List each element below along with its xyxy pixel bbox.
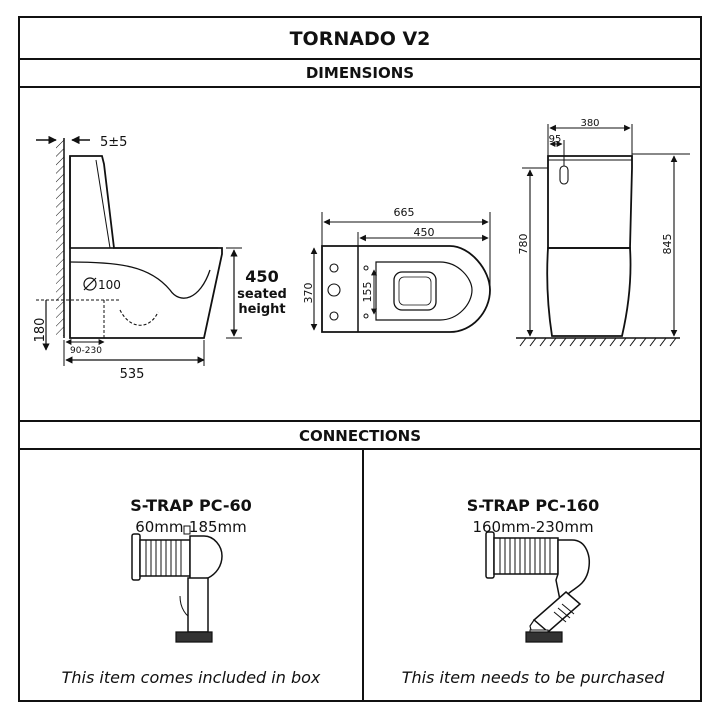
outlet-diameter-label: 100 xyxy=(98,278,121,292)
column-divider xyxy=(362,450,364,700)
pc160-range: 160mm-230mm xyxy=(472,518,594,536)
connections-header: CONNECTIONS xyxy=(20,420,700,450)
pedestal-front-outline xyxy=(546,247,632,337)
outlet-height-label: 180 xyxy=(33,318,48,343)
pc60-range: 60mm-185mm xyxy=(135,518,247,536)
front-view-drawing: 380 95 780 845 xyxy=(516,118,690,347)
button-offset-label: 95 xyxy=(549,134,562,145)
pc160-title: S-TRAP PC-160 xyxy=(466,496,600,515)
cistern-height-label: 780 xyxy=(517,234,530,255)
connection-panel-pc60: S-TRAP PC-60 60mm-185mm This item comes … xyxy=(20,450,362,700)
connection-panel-pc160: S-TRAP PC-160 160mm-230mm This item need… xyxy=(364,450,702,700)
trapway-line xyxy=(69,261,211,299)
toilet-top-outline xyxy=(321,245,491,333)
seat-outline xyxy=(375,261,473,321)
pc160-note: This item needs to be purchased xyxy=(401,668,665,687)
outlet-range-label: 90-230 xyxy=(70,346,102,356)
flush-button xyxy=(559,165,569,185)
seat-height-label-1: seated xyxy=(237,287,287,302)
dimensions-header: DIMENSIONS xyxy=(20,60,700,88)
side-view-drawing: 100 5±5 180 90-230 535 450 seated height xyxy=(33,135,287,382)
diameter-symbol xyxy=(83,277,97,291)
pc60-note: This item comes included in box xyxy=(61,668,321,687)
cistern-front-outline xyxy=(547,155,633,249)
top-view-drawing: 665 450 370 155 xyxy=(302,206,491,333)
seat-height-label-2: height xyxy=(238,302,285,317)
tolerance-label: 5±5 xyxy=(100,135,127,150)
seat-height-value: 450 xyxy=(245,267,278,286)
pc60-title: S-TRAP PC-60 xyxy=(130,496,252,515)
toilet-side-outline xyxy=(69,155,223,339)
strap-pc60-image xyxy=(131,525,223,643)
overall-length-label: 665 xyxy=(394,206,415,219)
spec-sheet-frame: TORNADO V2 DIMENSIONS CONNECTIONS S-TRAP… xyxy=(18,16,702,702)
product-title: TORNADO V2 xyxy=(20,18,700,60)
depth-label: 535 xyxy=(120,367,145,382)
width-label: 370 xyxy=(302,283,315,304)
hole-spacing-label: 155 xyxy=(361,282,374,303)
bowl-opening xyxy=(393,271,437,311)
wall-hatch xyxy=(56,140,64,336)
strap-pc160-image xyxy=(485,531,590,643)
bowl-length-label: 450 xyxy=(414,226,435,239)
total-height-label: 845 xyxy=(661,234,674,255)
front-width-label: 380 xyxy=(580,118,599,129)
